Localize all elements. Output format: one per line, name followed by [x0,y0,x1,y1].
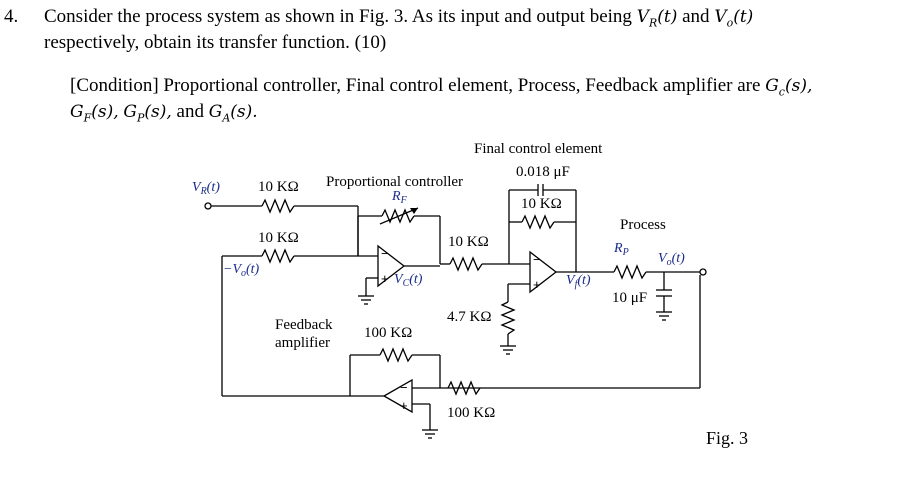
svg-text:+: + [533,277,541,292]
question-number: 4. [4,6,19,27]
gc-symbol: Gc(s), [765,76,813,99]
svg-text:+: + [400,398,408,413]
ground-3 [412,403,438,439]
svg-text:−: − [381,246,389,261]
condition-and: and [176,101,204,122]
r-fb-top-label: 100 KΩ [364,325,412,341]
r-fce-fb-label: 10 KΩ [521,196,562,212]
input-variable: VR(t) [636,7,678,30]
vo-terminal [699,268,707,276]
question-line-2: respectively, obtain its transfer functi… [44,32,387,53]
final-element-label: Final control element [474,141,603,157]
question-and: and [682,6,710,27]
resistor-rf [358,207,440,225]
resistor-r1 [211,198,358,214]
r-fce-in-label: 10 KΩ [448,234,489,250]
opamp-1: − + [377,244,406,288]
condition-line-1: [Condition] Proportional controller, Fin… [70,75,812,98]
process-label: Process [620,217,666,233]
ground-1 [358,277,378,305]
figure-label: Fig. 3 [706,428,748,448]
feedback-label: Feedback [275,317,333,333]
resistor-4-7k [500,283,530,355]
cap-proc-label: 10 μF [612,290,647,306]
condition-text: [Condition] Proportional controller, Fin… [70,75,761,96]
opamp-2: − + [529,250,558,294]
gp-symbol: GP(s), [123,102,172,125]
vc-label: VC(t) [394,272,423,289]
resistor-fce-input [440,256,530,272]
capacitor-fce [509,184,576,196]
vr-terminal [204,202,212,210]
output-variable: Vo(t) [714,7,754,30]
vo-label: Vo(t) [658,251,685,268]
rf-label: RF [391,189,408,206]
svg-text:+: + [381,271,389,286]
r1-label: 10 KΩ [258,179,299,195]
ga-symbol: GA(s). [208,102,258,125]
resistor-fce-feedback [509,214,576,230]
question-line-1: Consider the process system as shown in … [44,6,753,29]
svg-text:−: − [400,380,408,395]
resistor-fb-in [447,380,481,396]
r-47-label: 4.7 KΩ [447,309,491,325]
svg-text:−: − [533,252,541,267]
rp-label: RP [613,241,629,258]
condition-line-2: GF(s), GP(s), and GA(s). [70,101,258,124]
neg-vo-label: −Vo(t) [223,262,260,279]
resistor-r2 [222,248,358,264]
prop-controller-label: Proportional controller [326,174,463,190]
r2-label: 10 KΩ [258,230,299,246]
opamp-3: − + [382,378,413,414]
amplifier-label: amplifier [275,335,330,351]
resistor-rp [576,264,700,280]
question-text-1: Consider the process system as shown in … [44,6,632,27]
cap-fce-label: 0.018 μF [516,164,570,180]
gf-symbol: GF(s), [70,102,119,125]
capacitor-process [656,272,672,321]
vr-label: VR(t) [192,180,220,197]
vf-label: Vf(t) [566,273,591,290]
r-fb-in-label: 100 KΩ [447,405,495,421]
resistor-fb-top [350,347,440,363]
